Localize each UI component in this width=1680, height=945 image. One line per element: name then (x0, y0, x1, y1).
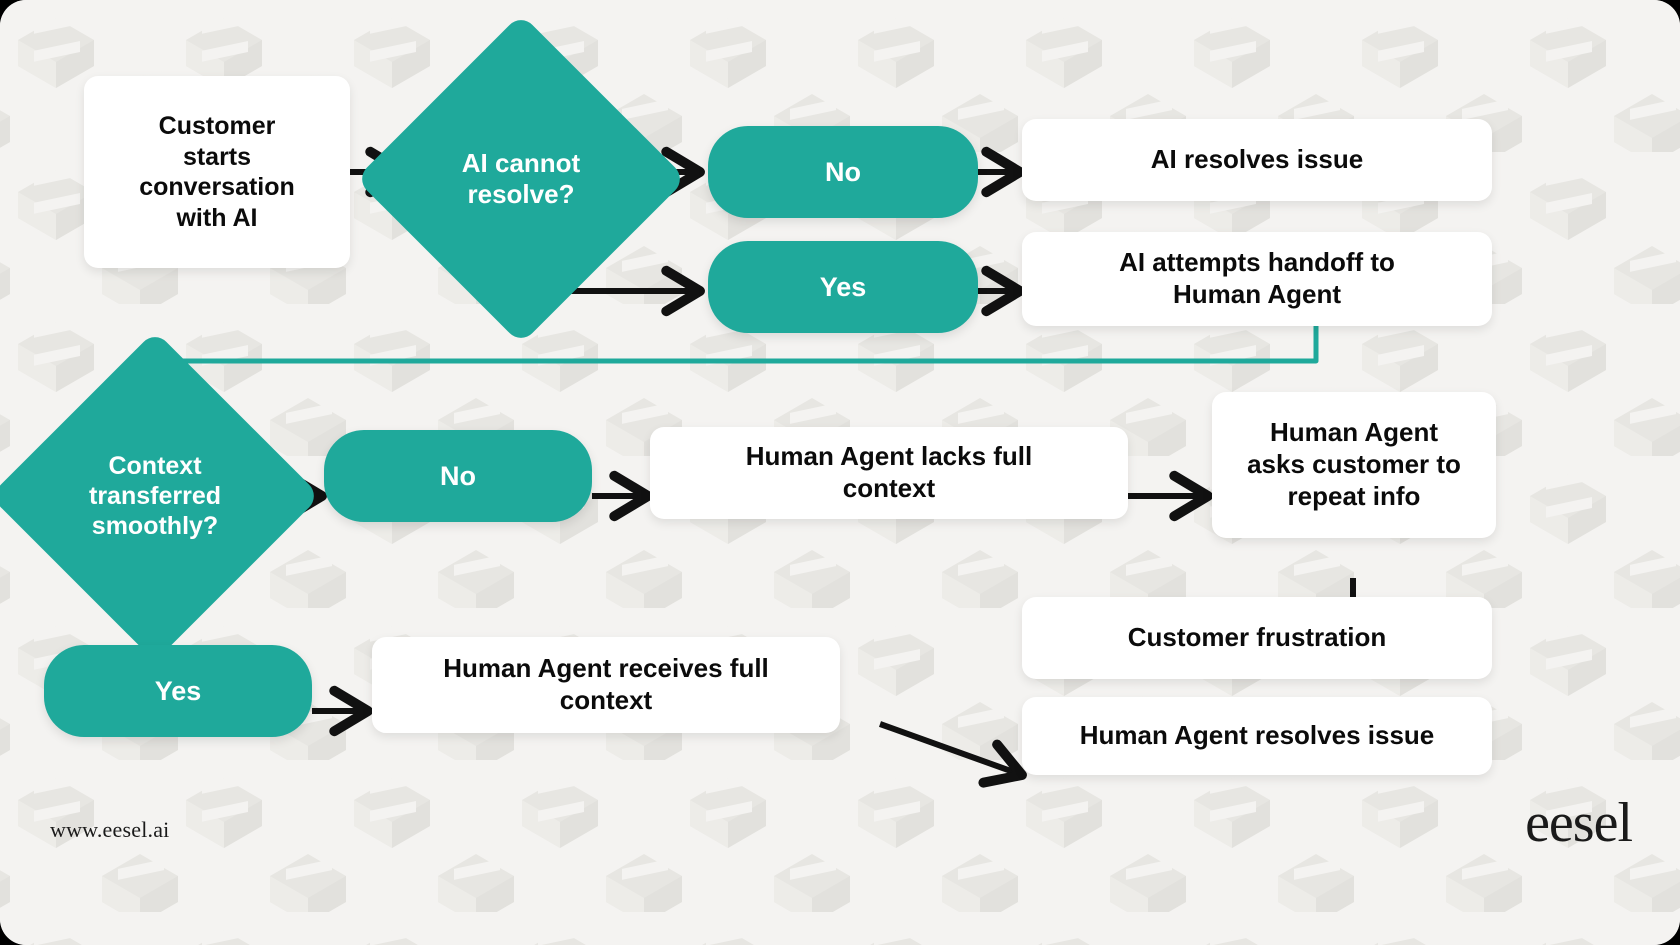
node-label: Customer starts conversation with AI (139, 112, 295, 232)
node-ai-resolves-issue[interactable]: AI resolves issue (1022, 119, 1492, 201)
node-label: Human Agent lacks full context (745, 441, 1033, 503)
node-label: Customer frustration (1127, 622, 1387, 653)
node-label: Context transferred smoothly? (89, 452, 221, 540)
node-human-agent-lacks-context[interactable]: Human Agent lacks full context (650, 427, 1128, 519)
node-pill-no-top[interactable]: No (708, 126, 978, 218)
edge-receives-to-agent-resolves (878, 721, 1027, 788)
node-pill-no-bottom[interactable]: No (324, 430, 592, 522)
node-ai-attempts-handoff[interactable]: AI attempts handoff to Human Agent (1022, 232, 1492, 326)
node-label: No (825, 156, 861, 187)
node-human-agent-receives-context[interactable]: Human Agent receives full context (372, 637, 840, 733)
node-label: AI attempts handoff to Human Agent (1119, 247, 1395, 309)
node-label: No (440, 460, 476, 491)
node-decision-context-transferred[interactable]: Context transferred smoothly? (0, 330, 321, 662)
node-label: Yes (819, 271, 867, 302)
node-label: Human Agent receives full context (443, 653, 769, 715)
node-decision-ai-cannot-resolve[interactable]: AI cannot resolve? (355, 13, 687, 345)
node-label: Human Agent asks customer to repeat info (1247, 417, 1461, 511)
node-label: Human Agent resolves issue (1079, 720, 1435, 751)
node-human-agent-asks-repeat[interactable]: Human Agent asks customer to repeat info (1212, 392, 1496, 538)
node-pill-yes-top[interactable]: Yes (708, 241, 978, 333)
node-customer-starts-conversation[interactable]: Customer starts conversation with AI (84, 76, 350, 268)
footer-website-url[interactable]: www.eesel.ai (50, 817, 170, 842)
eesel-logo: eesel (1525, 792, 1633, 854)
node-label: AI cannot resolve? (461, 147, 581, 209)
node-label: AI resolves issue (1150, 144, 1364, 175)
node-human-agent-resolves-issue[interactable]: Human Agent resolves issue (1022, 697, 1492, 775)
node-label: Yes (154, 675, 202, 706)
node-customer-frustration[interactable]: Customer frustration (1022, 597, 1492, 679)
node-pill-yes-bottom[interactable]: Yes (44, 645, 312, 737)
